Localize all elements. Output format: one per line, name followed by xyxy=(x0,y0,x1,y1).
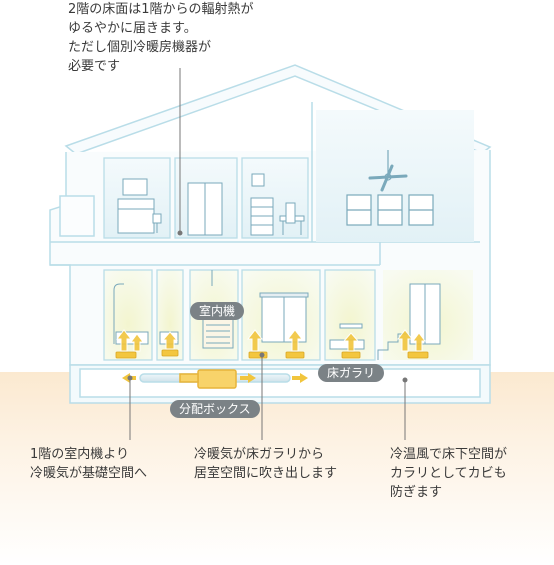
arrow-icon xyxy=(286,329,304,352)
vent xyxy=(407,351,429,359)
note-bottom-center-line-2: 居室空間に吹き出します xyxy=(194,466,338,481)
note-top: 2階の床面は1階からの輻射熱が ゆるやかに届きます。 ただし個別冷暖房機器が 必… xyxy=(68,0,254,76)
note-bottom-right-line-1: 冷温風で床下空間が xyxy=(390,447,508,462)
note-bottom-center-line-1: 冷暖気が床ガラリから xyxy=(194,447,325,462)
note-bottom-right-line-2: カラリとしてカビも xyxy=(390,466,507,481)
upward-air-arrows xyxy=(115,329,426,352)
foundation xyxy=(69,364,491,404)
ground-gradient xyxy=(0,372,554,565)
bed-icon xyxy=(117,204,155,234)
note-bottom-left-line-1: 1階の室内機より xyxy=(30,447,130,462)
floor-grille-vents xyxy=(115,349,429,359)
note-top-line-1: 2階の床面は1階からの輻射熱が xyxy=(68,2,254,17)
indoor-unit-label: 室内機 xyxy=(190,302,245,320)
distribution-box-icon xyxy=(197,369,237,389)
shower-icon xyxy=(113,283,124,344)
bedroom-window-icon xyxy=(122,178,148,196)
arrow-icon xyxy=(246,329,264,352)
arrow-icon xyxy=(342,332,360,352)
stairs-icon xyxy=(377,333,408,360)
note-bottom-right: 冷温風で床下空間が カラリとしてカビも 防ぎます xyxy=(390,445,507,502)
arrow-icon xyxy=(115,329,133,352)
note-top-line-2: ゆるやかに届きます。 xyxy=(68,21,197,36)
vent xyxy=(115,351,137,359)
balcony xyxy=(59,195,95,237)
table-icon xyxy=(339,323,363,329)
picture-frame-icon xyxy=(251,173,265,187)
arrow-icon xyxy=(396,329,414,352)
atrium-details xyxy=(346,150,434,226)
vent xyxy=(285,351,305,359)
note-top-line-3: ただし個別冷暖房機器が xyxy=(68,40,212,55)
note-top-line-4: 必要です xyxy=(68,59,121,74)
note-bottom-left: 1階の室内機より 冷暖気が基礎空間へ xyxy=(30,445,147,483)
arrow-icon xyxy=(292,373,308,383)
distribution-box-label: 分配ボックス xyxy=(170,400,260,418)
arrow-icon xyxy=(412,332,426,352)
note-bottom-center: 冷暖気が床ガラリから 居室空間に吹き出します xyxy=(194,445,337,483)
vent xyxy=(341,351,361,359)
arrow-icon xyxy=(240,373,256,383)
arrow-icon xyxy=(161,331,179,350)
note-bottom-left-line-2: 冷暖気が基礎空間へ xyxy=(30,466,148,481)
second-floor-furniture xyxy=(117,173,305,236)
chair-icon xyxy=(285,202,296,224)
floor-grille-label: 床ガラリ xyxy=(318,364,385,382)
arrow-icon xyxy=(130,333,144,352)
bathroom xyxy=(103,269,153,361)
note-bottom-right-line-3: 防ぎます xyxy=(390,485,443,500)
vent xyxy=(161,349,179,357)
leader-lines xyxy=(127,68,408,440)
